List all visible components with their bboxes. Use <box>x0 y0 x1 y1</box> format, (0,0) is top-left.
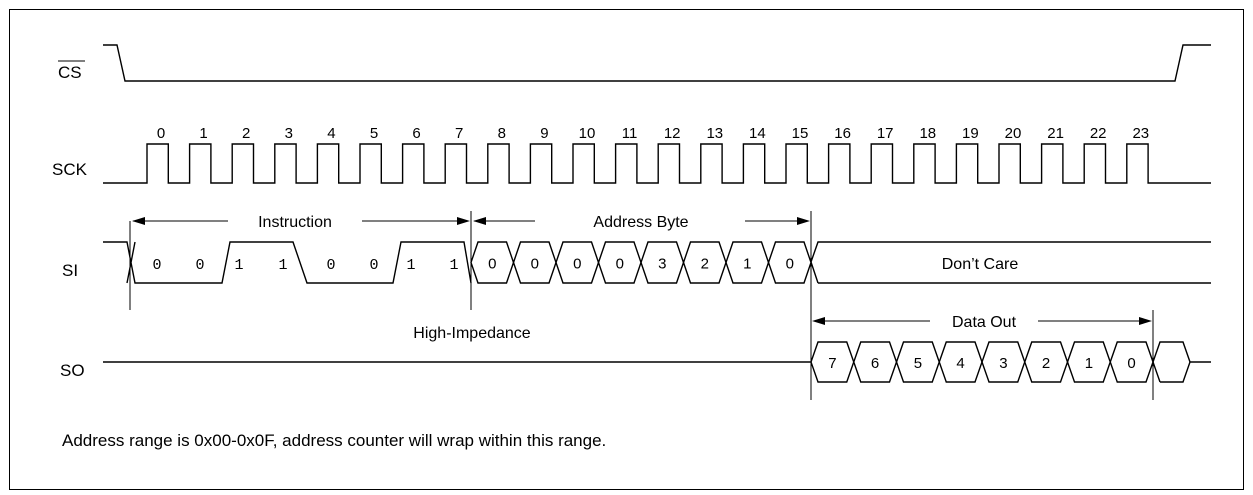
instruction-arrow-right-head <box>457 217 470 225</box>
clock-tick-label: 0 <box>157 125 165 142</box>
clock-tick-label: 15 <box>792 125 809 142</box>
address-bit: 0 <box>786 256 794 273</box>
address-bit: 3 <box>658 256 666 273</box>
data-out-bit-cells: 7 6 5 4 3 2 1 0 <box>810 341 1154 383</box>
clock-tick-label: 6 <box>412 125 420 142</box>
clock-tick-label: 23 <box>1132 125 1149 142</box>
instruction-bits: 0 0 1 1 0 0 1 1 <box>152 257 458 274</box>
diagram-frame <box>9 9 1244 490</box>
data-out-bit: 4 <box>956 355 964 372</box>
si-instruction-waveform <box>103 241 472 284</box>
data-out-bit: 2 <box>1042 355 1050 372</box>
clock-tick-label: 18 <box>919 125 936 142</box>
address-bit: 1 <box>743 256 751 273</box>
clock-tick-label: 3 <box>285 125 293 142</box>
clock-tick-label: 7 <box>455 125 463 142</box>
clock-tick-label: 20 <box>1005 125 1022 142</box>
address-bit: 0 <box>488 256 496 273</box>
so-label: SO <box>60 361 85 380</box>
dont-care-label: Don’t Care <box>942 256 1019 273</box>
clock-tick-label: 10 <box>579 125 596 142</box>
clock-tick-label: 17 <box>877 125 894 142</box>
data-out-bit: 3 <box>999 355 1007 372</box>
clock-tick-label: 22 <box>1090 125 1107 142</box>
instruction-bit: 0 <box>152 257 161 274</box>
data-out-bit: 7 <box>828 355 836 372</box>
address-span: Address Byte <box>473 211 812 310</box>
instruction-arrow-left-head <box>132 217 145 225</box>
instruction-bit: 0 <box>326 257 335 274</box>
data-out-bit: 0 <box>1127 355 1135 372</box>
data-out-span: Data Out <box>810 310 1154 400</box>
data-out-bit: 1 <box>1085 355 1093 372</box>
clock-tick-label: 13 <box>706 125 723 142</box>
so-trailing-cell <box>1152 341 1211 383</box>
instruction-span: Instruction <box>129 211 472 310</box>
clock-tick-label: 12 <box>664 125 681 142</box>
data-out-arrow-left-head <box>812 317 825 325</box>
clock-tick-label: 8 <box>498 125 506 142</box>
si-dont-care-region <box>810 241 1211 284</box>
instruction-bit: 1 <box>278 257 287 274</box>
sck-label: SCK <box>52 160 88 179</box>
si-label: SI <box>62 261 78 280</box>
instruction-bit: 1 <box>449 257 458 274</box>
instruction-bit: 0 <box>369 257 378 274</box>
clock-tick-label: 16 <box>834 125 851 142</box>
clock-tick-label: 11 <box>622 125 638 142</box>
clock-tick-label: 14 <box>749 125 766 142</box>
instruction-label: Instruction <box>258 214 332 231</box>
data-out-label: Data Out <box>952 314 1017 331</box>
address-arrow-left-head <box>473 217 486 225</box>
data-out-bit: 6 <box>871 355 879 372</box>
data-out-arrow-right-head <box>1139 317 1152 325</box>
clock-tick-label: 21 <box>1047 125 1064 142</box>
clock-tick-label: 4 <box>327 125 335 142</box>
instruction-bit: 0 <box>195 257 204 274</box>
instruction-bit: 1 <box>406 257 415 274</box>
clock-tick-label: 19 <box>962 125 979 142</box>
address-bit: 0 <box>573 256 581 273</box>
clock-tick-label: 2 <box>242 125 250 142</box>
data-out-bit: 5 <box>914 355 922 372</box>
cs-label: CS <box>58 63 82 82</box>
address-bit: 0 <box>531 256 539 273</box>
address-bit-cells: 0 0 0 0 3 2 1 0 <box>470 241 812 284</box>
address-range-note: Address range is 0x00-0x0F, address coun… <box>62 431 606 450</box>
instruction-bit: 1 <box>234 257 243 274</box>
address-label: Address Byte <box>593 214 688 231</box>
clock-tick-label: 1 <box>199 125 207 142</box>
address-bit: 2 <box>701 256 709 273</box>
address-bit: 0 <box>616 256 624 273</box>
address-arrow-right-head <box>797 217 810 225</box>
clock-tick-label: 5 <box>370 125 378 142</box>
clock-tick-label: 9 <box>540 125 548 142</box>
cs-waveform <box>103 44 1211 82</box>
sck-waveform <box>103 143 1211 184</box>
high-impedance-label: High-Impedance <box>413 325 531 342</box>
